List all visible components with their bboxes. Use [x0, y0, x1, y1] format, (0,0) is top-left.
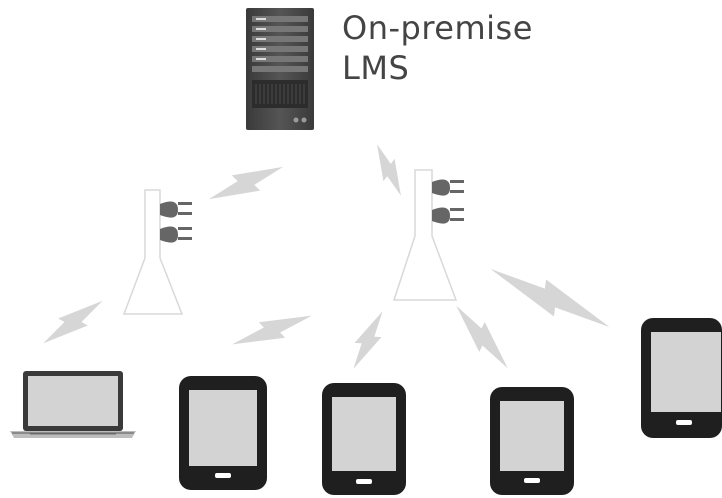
server-icon — [246, 8, 314, 130]
wireless-tower-icon — [122, 189, 192, 315]
lightning-bolt-icon — [456, 305, 508, 369]
laptop-icon — [10, 371, 136, 438]
lightning-bolt-icon — [377, 144, 401, 196]
server-label: On-premise LMS — [342, 8, 533, 88]
tablet-icon — [490, 387, 574, 495]
lightning-bolt-icon — [43, 300, 103, 344]
server-label-line1: On-premise — [342, 9, 533, 47]
lightning-bolt-icon — [353, 311, 383, 369]
lightning-bolt-icon — [232, 315, 312, 345]
plug-icon — [432, 207, 464, 224]
lightning-bolt-icon — [208, 166, 284, 200]
server-label-line2: LMS — [342, 49, 410, 87]
tablet-icon — [179, 376, 267, 490]
tablet-icon — [322, 383, 406, 495]
lightning-bolt-icon — [490, 268, 610, 328]
plug-icon — [160, 226, 192, 243]
links — [43, 144, 610, 369]
wireless-tower-icon — [392, 169, 464, 301]
tablet-icon — [641, 318, 722, 438]
plug-icon — [160, 201, 192, 218]
plug-icon — [432, 179, 464, 196]
